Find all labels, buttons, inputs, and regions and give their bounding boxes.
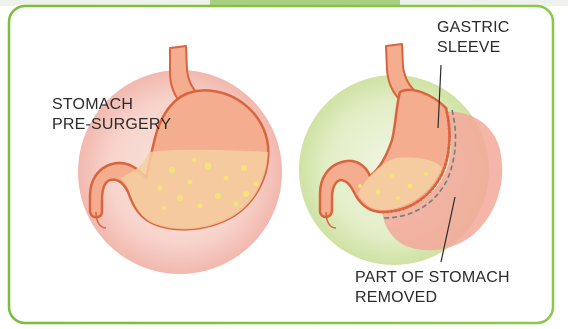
label-stomach-pre-surgery: STOMACH PRE-SURGERY [52, 95, 171, 135]
label-line: STOMACH [52, 95, 171, 115]
label-line: GASTRIC [437, 18, 510, 38]
label-part-removed: PART OF STOMACH REMOVED [355, 268, 510, 308]
label-line: REMOVED [355, 288, 510, 308]
label-line: PRE-SURGERY [52, 115, 171, 135]
label-line: SLEEVE [437, 38, 510, 58]
label-line: PART OF STOMACH [355, 268, 510, 288]
label-gastric-sleeve: GASTRIC SLEEVE [437, 18, 510, 58]
